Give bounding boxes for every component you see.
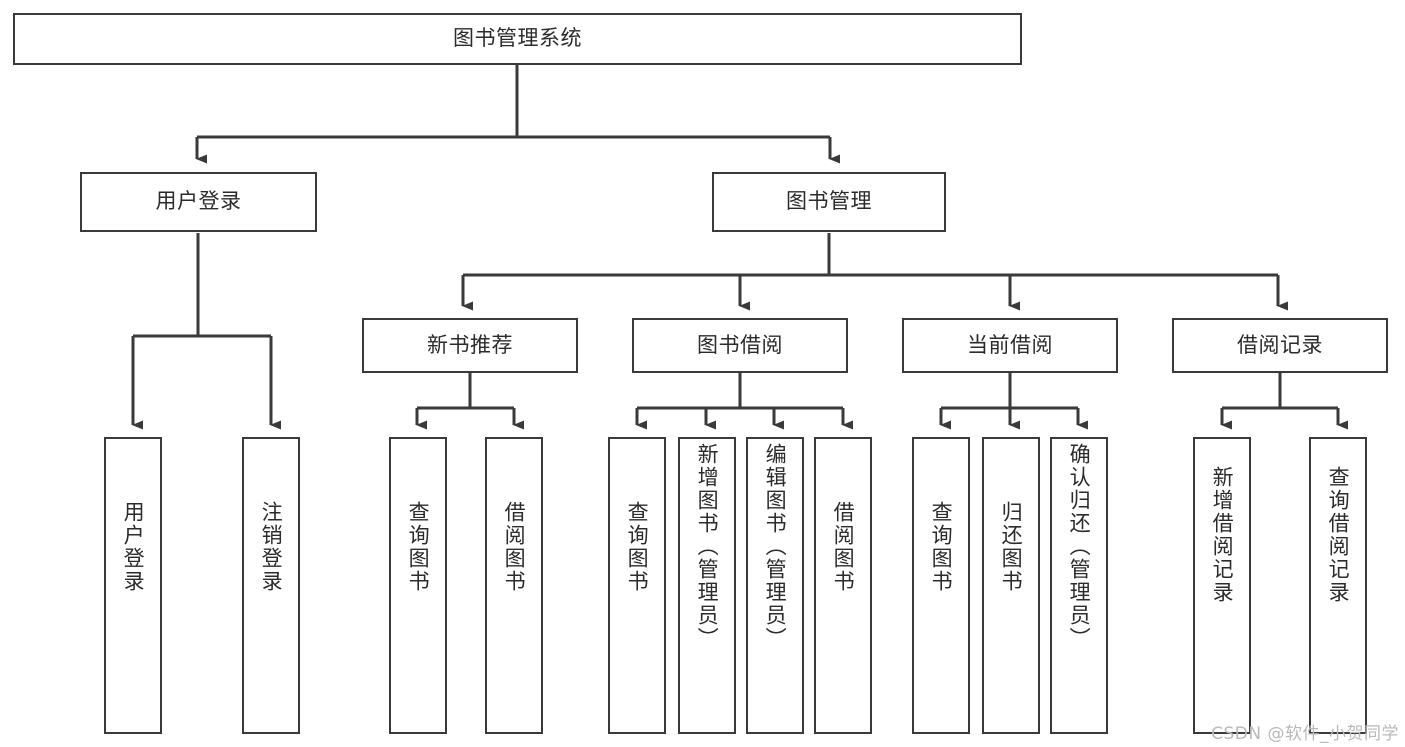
leaf-logout-login[interactable]: 注销登录 [242, 437, 300, 734]
node-label: 确认归还（管理员） [1067, 443, 1092, 650]
node-label: 注销登录 [259, 501, 284, 593]
node-label: 查询图书 [929, 501, 954, 593]
node-root-book-management-system[interactable]: 图书管理系统 [13, 13, 1022, 65]
leaf-edit-book-admin[interactable]: 编辑图书（管理员） [746, 437, 804, 734]
leaf-add-book-admin[interactable]: 新增图书（管理员） [678, 437, 736, 734]
edge-borrowrecord-to-leaves [1220, 373, 1348, 430]
leaf-borrow-book[interactable]: 借阅图书 [814, 437, 872, 734]
node-label: 新书推荐 [427, 332, 513, 357]
edge-bookmgmt-to-level2 [461, 233, 1288, 311]
node-label: 编辑图书（管理员） [763, 443, 788, 650]
edge-root-to-level1 [195, 65, 840, 164]
leaf-query-borrow-record[interactable]: 查询借阅记录 [1309, 437, 1367, 734]
node-label: 新增图书（管理员） [695, 443, 720, 650]
node-label: 用户登录 [155, 189, 242, 214]
edge-userlogin-to-leaves [131, 233, 281, 430]
node-book-management[interactable]: 图书管理 [712, 172, 946, 232]
edge-currentborrow-to-leaves [939, 373, 1088, 430]
node-current-borrow[interactable]: 当前借阅 [902, 318, 1118, 373]
node-label: 查询借阅记录 [1326, 466, 1351, 604]
leaf-confirm-return-admin[interactable]: 确认归还（管理员） [1050, 437, 1108, 734]
node-new-book-recommend[interactable]: 新书推荐 [362, 318, 578, 373]
edge-bookborrow-to-leaves [635, 373, 853, 430]
node-label: 用户登录 [121, 501, 146, 593]
node-user-login[interactable]: 用户登录 [80, 172, 317, 232]
edge-newbook-to-leaves [415, 373, 524, 430]
node-label: 借阅图书 [502, 501, 527, 593]
node-label: 查询图书 [406, 501, 431, 593]
node-borrow-record[interactable]: 借阅记录 [1172, 318, 1388, 373]
node-label: 图书管理系统 [453, 26, 582, 51]
leaf-add-borrow-record[interactable]: 新增借阅记录 [1193, 437, 1251, 734]
node-book-borrow[interactable]: 图书借阅 [632, 318, 848, 373]
leaf-user-login[interactable]: 用户登录 [104, 437, 162, 734]
node-label: 借阅记录 [1237, 332, 1323, 357]
node-label: 借阅图书 [831, 501, 856, 593]
node-label: 新增借阅记录 [1210, 466, 1235, 604]
node-label: 图书管理 [786, 189, 872, 214]
leaf-query-book-current[interactable]: 查询图书 [912, 437, 970, 734]
leaf-return-book[interactable]: 归还图书 [982, 437, 1040, 734]
leaf-query-book-borrow[interactable]: 查询图书 [608, 437, 666, 734]
leaf-query-book-recommend[interactable]: 查询图书 [389, 437, 447, 734]
node-label: 图书借阅 [697, 332, 783, 357]
node-label: 查询图书 [625, 501, 650, 593]
node-label: 归还图书 [999, 501, 1024, 593]
node-label: 当前借阅 [967, 332, 1053, 357]
leaf-borrow-book-recommend[interactable]: 借阅图书 [485, 437, 543, 734]
